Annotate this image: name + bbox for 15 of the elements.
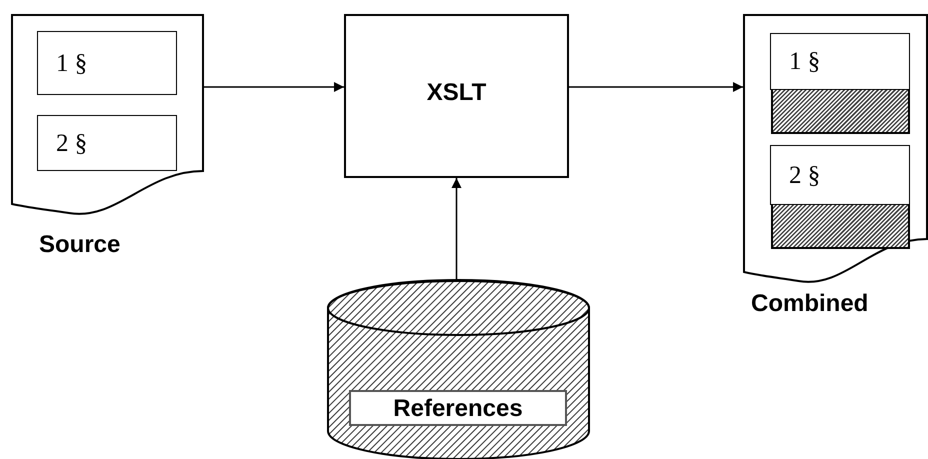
section-box: 1 § <box>37 31 177 95</box>
section-box: 2 § <box>770 145 910 205</box>
database-label: References <box>349 390 567 426</box>
document-title: Combined <box>751 290 868 318</box>
arrow <box>204 82 344 92</box>
process-label: XSLT <box>426 79 488 107</box>
document-title: Source <box>39 231 120 259</box>
arrow <box>452 178 462 280</box>
arrow <box>569 82 743 92</box>
section-box: 1 § <box>770 33 910 90</box>
section-box: 2 § <box>37 115 177 171</box>
database-cylinder <box>327 280 590 459</box>
hatched-bar <box>771 90 910 134</box>
hatched-bar <box>771 205 910 249</box>
process-box <box>344 14 569 178</box>
